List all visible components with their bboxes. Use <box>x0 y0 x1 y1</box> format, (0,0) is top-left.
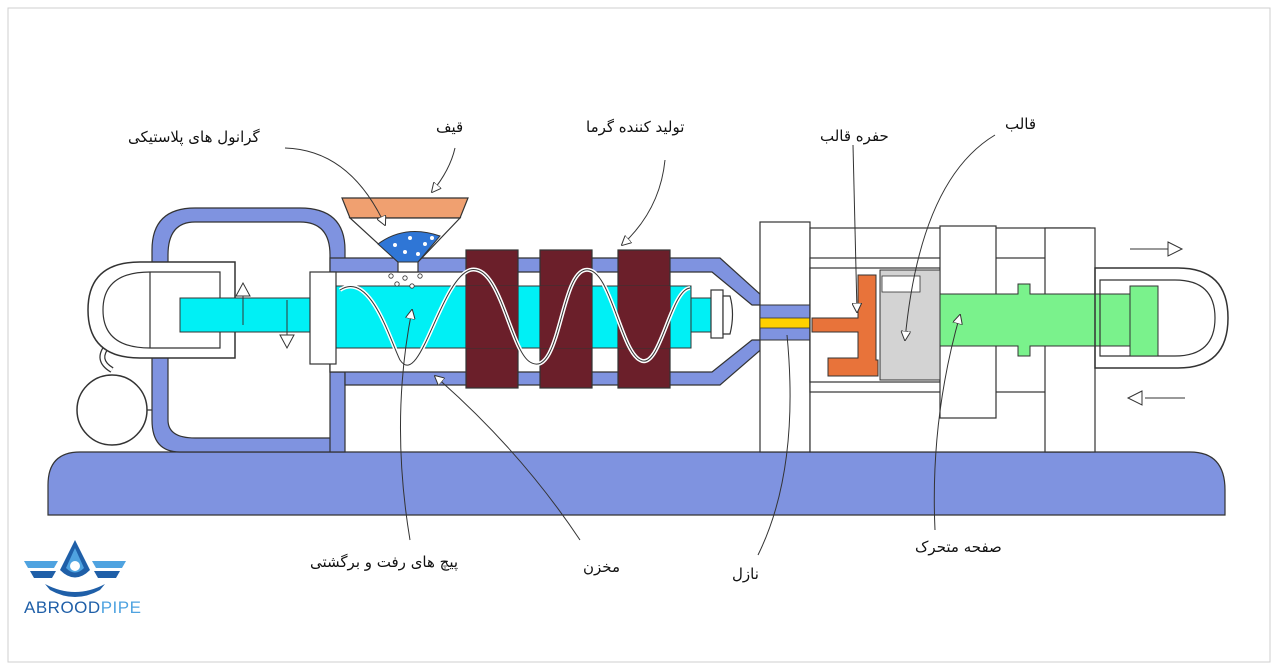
label-mold: قالب <box>1005 115 1037 133</box>
granules-pile <box>377 231 441 263</box>
motion-arrows <box>235 241 1185 406</box>
hydraulic-frame <box>151 207 346 453</box>
label-screw: پیچ های رفت و برگشتی <box>310 553 459 571</box>
mold-cavity <box>811 274 879 377</box>
clamp-rod <box>939 283 1159 357</box>
label-nozzle: نازل <box>732 565 759 583</box>
logo-text: ABROODPIPE <box>24 598 141 618</box>
pump <box>76 374 148 446</box>
granule-dots <box>393 236 434 256</box>
clamp-cylinder <box>1094 267 1229 369</box>
screw-tip <box>710 289 724 339</box>
border <box>7 7 1271 663</box>
abroodpipe-logo-icon <box>24 540 126 597</box>
label-heater: تولید کننده گرما <box>586 118 685 136</box>
leader-lines <box>284 134 996 556</box>
back-plate <box>309 271 337 365</box>
logo-text-part2: PIPE <box>100 598 142 617</box>
machine-base <box>47 451 1226 516</box>
logo-text-part1: ABROOD <box>24 598 101 617</box>
falling-granules <box>388 273 423 289</box>
label-hopper: قیف <box>436 118 464 136</box>
hopper <box>341 197 469 219</box>
heater-bands <box>465 249 691 389</box>
label-barrel: مخزن <box>583 558 621 576</box>
label-mold-cavity: حفره قالب <box>820 127 889 145</box>
label-granules: گرانول های پلاستیکی <box>128 128 260 146</box>
label-moving-platen: صفحه متحرک <box>915 538 1002 556</box>
